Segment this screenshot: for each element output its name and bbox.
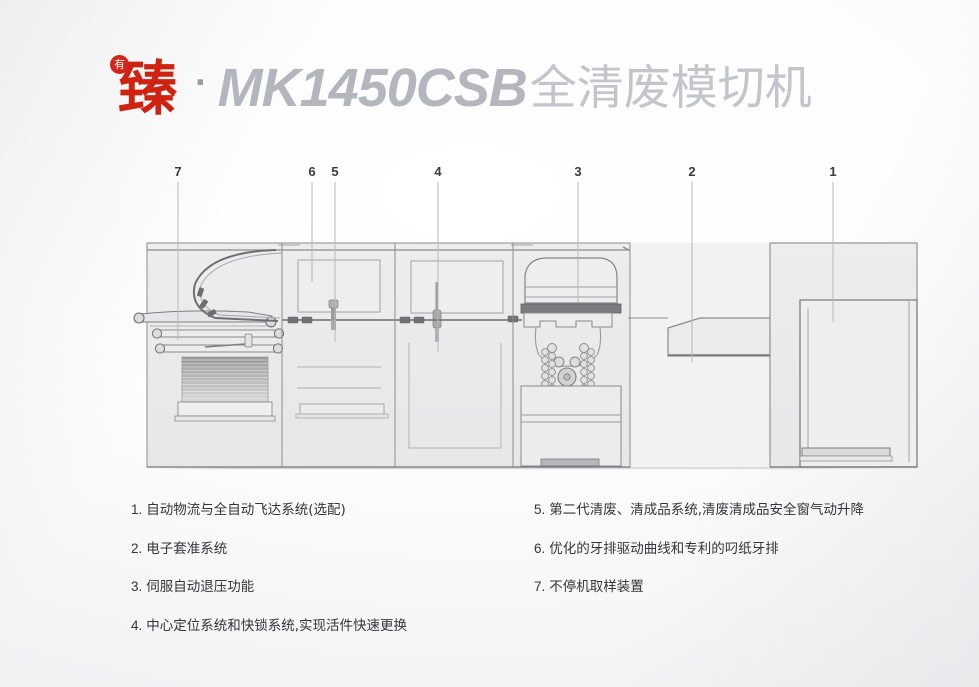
feature-item: 7.不停机取样装置 (534, 577, 954, 598)
stripping-actuator-rod (435, 282, 439, 310)
feature-list-right-column: 5.第二代清废、清成品系统,清废清成品安全窗气动升降 6.优化的牙排驱动曲线和专利… (534, 500, 954, 616)
transfer-tray-base (295, 413, 389, 419)
callout-number: 2 (688, 164, 696, 179)
callout-leader-line (334, 182, 336, 342)
feature-text: 伺服自动退压功能 (146, 579, 255, 596)
feature-text: 第二代清废、清成品系统,清废清成品安全窗气动升降 (549, 502, 865, 518)
feeder-roller-left (133, 312, 145, 324)
callout-leader-line (832, 182, 834, 322)
feature-index: 6. (534, 540, 546, 556)
feeder-rail-upper (154, 329, 281, 338)
feeder-roller-right (265, 316, 277, 328)
feature-item: 5.第二代清废、清成品系统,清废清成品安全窗气动升降 (534, 500, 954, 521)
feature-item: 1.自动物流与全自动飞达系统(选配) (131, 500, 531, 521)
model-description: 全清废模切机 (529, 60, 812, 116)
transfer-pin-1 (331, 306, 336, 320)
callout-leader-line (577, 182, 579, 302)
feature-text: 自动物流与全自动飞达系统(选配) (146, 502, 346, 518)
feature-index: 5. (534, 502, 546, 517)
linkage-joint-center-right (569, 356, 581, 368)
feature-list-left-column: 1.自动物流与全自动飞达系统(选配) 2.电子套准系统 3.伺服自动退压功能 4.中心… (131, 500, 531, 654)
feeder-rail-clamp (244, 333, 253, 348)
model-name: MK1450CSB (217, 58, 528, 118)
callout-number: 5 (331, 164, 339, 179)
brand-logo: 有 臻 (110, 54, 177, 118)
callout-number: 1 (829, 164, 837, 179)
feature-item: 3.伺服自动退压功能 (131, 577, 531, 598)
transfer-tray (299, 403, 385, 415)
toggle-linkage-frame (534, 326, 602, 367)
transfer-pin-2 (331, 320, 336, 330)
blanking-bridge-body (667, 317, 771, 357)
machine-body-group (133, 242, 918, 468)
callout-leader-line (177, 182, 179, 340)
transfer-unit-panel (297, 259, 381, 313)
die-cutting-base-cabinet (520, 385, 622, 467)
callout-number: 6 (308, 164, 316, 179)
feature-text: 中心定位系统和快锁系统,实现活件快速更换 (146, 617, 408, 634)
feeder-rail-upper-roller-left (151, 328, 163, 339)
stripping-unit-panel (410, 260, 504, 314)
lower-platen (523, 312, 613, 328)
page-title: 有 臻 · MK1450CSB 全清废模切机 (110, 48, 812, 128)
callout-number: 3 (574, 164, 582, 179)
callout-leader-line (691, 182, 693, 362)
sheet-stack (174, 356, 276, 422)
feature-text: 不停机取样装置 (549, 579, 644, 596)
title-separator: · (195, 61, 208, 104)
linkage-joint-right (579, 343, 589, 353)
gripper-chain-guide-arc-inner (199, 252, 283, 319)
cutting-bar (520, 303, 622, 314)
delivery-pallet (801, 447, 891, 457)
transfer-pin-head-1 (328, 299, 339, 309)
feature-item: 6.优化的牙排驱动曲线和专利的叼纸牙排 (534, 539, 954, 560)
feature-text: 电子套准系统 (146, 540, 228, 557)
feature-index: 2. (131, 540, 143, 556)
feeder-unit-body (146, 242, 283, 468)
feature-item: 2.电子套准系统 (131, 539, 531, 560)
delivery-stacker-frame (799, 299, 918, 468)
callout-number: 4 (434, 164, 442, 179)
feature-index: 4. (131, 617, 143, 633)
feature-index: 7. (534, 579, 546, 595)
callout-leader-line (437, 182, 439, 352)
feature-item: 4.中心定位系统和快锁系统,实现活件快速更换 (131, 616, 531, 637)
feature-index: 1. (131, 502, 143, 517)
stripping-actuator-shaft (435, 328, 439, 342)
feature-index: 3. (131, 579, 143, 595)
base-cabinet-foot (540, 458, 600, 467)
feeder-rail-upper-roller-right (273, 328, 285, 339)
callout-number: 7 (174, 164, 182, 179)
callout-leader-line (311, 182, 313, 282)
die-cutting-hood (524, 257, 618, 304)
gripper-bars (196, 287, 217, 318)
feeder-rail-brace (204, 343, 246, 348)
feature-text: 优化的牙排驱动曲线和专利的叼纸牙排 (549, 540, 779, 557)
main-drive-gear-hub (563, 373, 571, 381)
gripper-chain-guide-arc (193, 249, 279, 322)
feeder-rail-lower-roller-right (272, 343, 284, 354)
feeder-rail-lower-roller-left (154, 343, 166, 354)
linkage-joint-left (547, 343, 557, 353)
delivery-pallet-base (799, 455, 893, 462)
brand-badge-icon: 有 (110, 54, 129, 74)
stripping-unit-frame (408, 343, 502, 449)
